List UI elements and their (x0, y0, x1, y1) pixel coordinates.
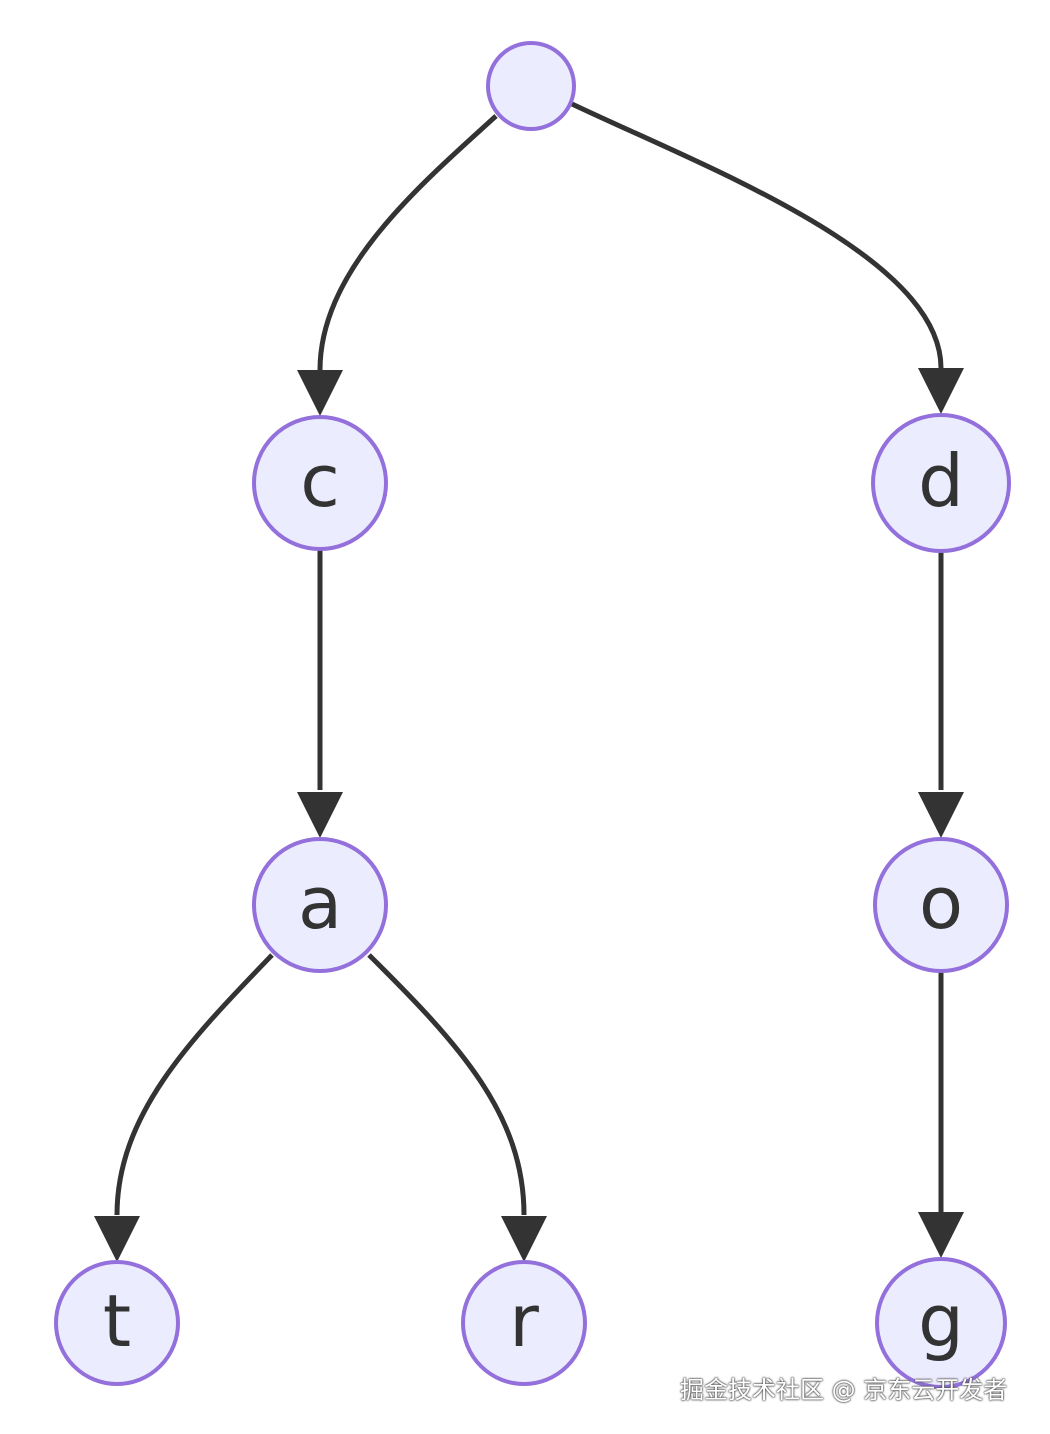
node-g: g (875, 1257, 1007, 1389)
arrowhead-icon (94, 1216, 140, 1262)
arrowhead-icon (501, 1216, 547, 1262)
edge-line (114, 953, 274, 1216)
arrowhead-icon (918, 368, 964, 414)
node-r: r (461, 1260, 587, 1386)
node-circle (486, 41, 576, 131)
node-d: d (871, 413, 1011, 553)
arrowhead-icon (918, 792, 964, 838)
node-label: c (300, 439, 340, 523)
edge-root-c (297, 114, 498, 416)
edge-a-t (94, 953, 274, 1262)
edge-line (317, 114, 498, 371)
node-label: d (918, 439, 964, 523)
node-a: a (252, 837, 388, 973)
node-t: t (54, 1260, 180, 1386)
node-circle (54, 1260, 180, 1386)
edge-root-d (570, 101, 964, 414)
node-c: c (252, 415, 388, 551)
node-circle (252, 837, 388, 973)
node-circle (871, 413, 1011, 553)
watermark: 掘金技术社区 @ 京东云开发者 (680, 1376, 1008, 1404)
node-circle (252, 415, 388, 551)
node-label: a (298, 861, 342, 945)
node-circle (873, 837, 1009, 973)
arrowhead-icon (918, 1212, 964, 1258)
nodes-layer: c d a o t r g (54, 41, 1011, 1389)
edge-a-r (367, 953, 547, 1262)
edge-d-o (918, 552, 964, 838)
node-o: o (873, 837, 1009, 973)
node-label: t (103, 1279, 131, 1363)
edge-c-a (297, 550, 343, 838)
edge-line (570, 101, 944, 369)
arrowhead-icon (297, 792, 343, 838)
edge-o-g (918, 972, 964, 1258)
edges-layer (94, 101, 964, 1262)
node-label: g (918, 1279, 964, 1363)
node-root (486, 41, 576, 131)
edge-line (367, 953, 527, 1216)
node-label: r (509, 1279, 539, 1363)
node-circle (461, 1260, 587, 1386)
node-circle (875, 1257, 1007, 1389)
arrowhead-icon (297, 370, 343, 416)
node-label: o (919, 861, 963, 945)
